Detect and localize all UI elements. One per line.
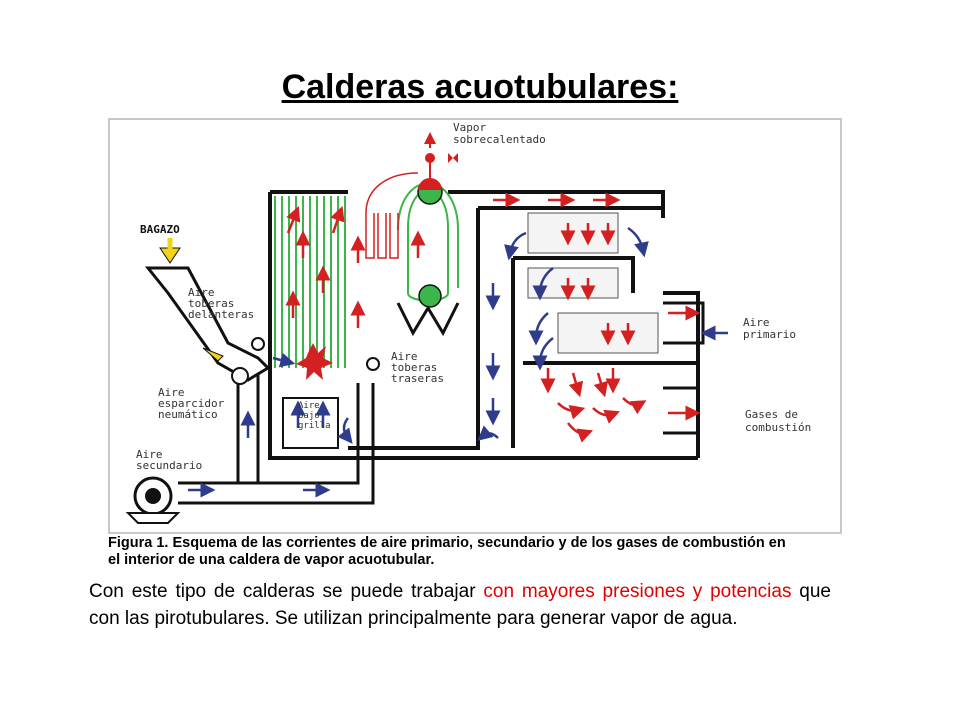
- label-aire-secundario-1: Aire: [136, 448, 163, 461]
- hot-gas-flow-arrows: [285, 192, 701, 443]
- label-aire-toberas-delanteras-3: delanteras: [188, 308, 254, 321]
- label-aire-esparcidor-2: esparcidor: [158, 397, 225, 410]
- furnace-baffle: [396, 302, 460, 337]
- steam-drums: [397, 132, 459, 308]
- boiler-walls: [268, 190, 700, 460]
- label-sobrecalentado: sobrecalentado: [453, 133, 546, 146]
- label-aire-primario-2: primario: [743, 328, 796, 341]
- label-aire-bajo-grilla-1: Aire: [298, 401, 320, 411]
- label-bagazo: BAGAZO: [140, 223, 180, 236]
- label-aire-esparcidor-3: neumático: [158, 408, 218, 421]
- label-aire-toberas-traseras-2: toberas: [391, 361, 437, 374]
- air-primary-duct: [663, 301, 705, 345]
- label-aire-toberas-delanteras-1: Aire: [188, 286, 215, 299]
- figure-caption: Figura 1. Esquema de las corrientes de a…: [108, 535, 848, 569]
- secondary-air-duct: [178, 373, 375, 505]
- lower-drum: [418, 284, 442, 308]
- label-aire-toberas-delanteras-2: toberas: [188, 297, 234, 310]
- body-paragraph: Con este tipo de calderas se puede traba…: [89, 578, 831, 632]
- water-wall-tubes: [274, 196, 346, 368]
- label-vapor: Vapor: [453, 121, 486, 134]
- caption-line-1: Figura 1. Esquema de las corrientes de a…: [108, 535, 786, 551]
- label-aire-toberas-traseras-1: Aire: [391, 350, 418, 363]
- label-gases-1: Gases de: [745, 408, 798, 421]
- body-text-part1: Con este tipo de calderas se puede traba…: [89, 581, 484, 602]
- flame-icon: [296, 343, 333, 380]
- bagasse-feed-chute: [144, 238, 271, 382]
- label-aire-bajo-grilla-2: bajo: [298, 411, 320, 421]
- label-aire-bajo-grilla-3: grilla: [298, 421, 331, 431]
- flue-gas-duct: [663, 386, 700, 435]
- figure-frame: [108, 118, 842, 534]
- superheater-tubes: [365, 172, 419, 259]
- body-text-part2: que con las pirotubulares. Se utilizan p…: [89, 581, 831, 629]
- air-flow-arrows: [188, 226, 728, 498]
- label-aire-primario-1: Aire: [743, 316, 770, 329]
- body-text-highlight: con mayores presiones y potencias: [483, 581, 792, 602]
- label-aire-toberas-traseras-3: traseras: [391, 372, 444, 385]
- label-aire-esparcidor-1: Aire: [158, 386, 185, 399]
- rollers: [231, 337, 380, 385]
- caption-line-2: el interior de una caldera de vapor acuo…: [108, 552, 435, 568]
- label-gases-2: combustión: [745, 421, 811, 434]
- slide-title: Calderas acuotubulares:: [281, 68, 679, 106]
- air-fan: [125, 476, 181, 524]
- convection-tube-bank: [527, 212, 659, 354]
- label-aire-secundario-2: secundario: [136, 459, 202, 472]
- boiler-diagram: Vapor sobrecalentado BAGAZO Aire toberas…: [108, 118, 842, 534]
